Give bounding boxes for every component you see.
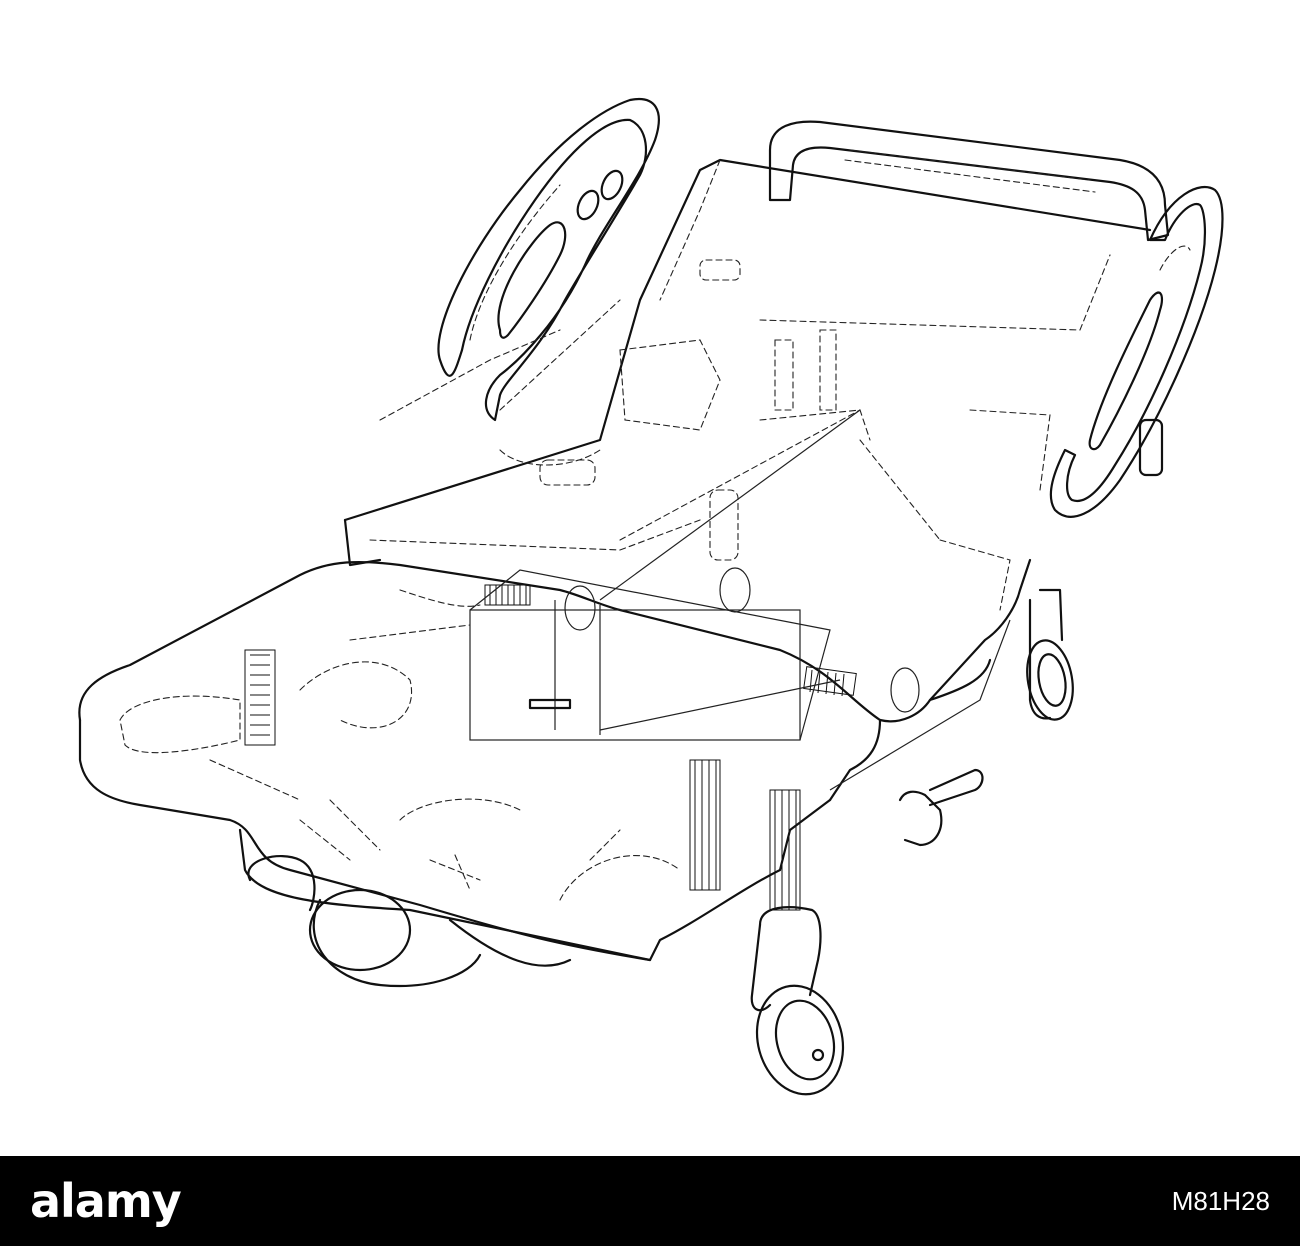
chassis-lines	[209, 329, 1011, 801]
bed-wireframe-svg	[78, 97, 1224, 1096]
caster-wheels	[247, 588, 1074, 1096]
frame-mechanism	[244, 567, 920, 911]
head-rail	[768, 120, 1170, 242]
mattress-back-section	[343, 158, 1152, 601]
mattress-seat-section	[78, 558, 1032, 962]
stock-footer-bar: alamy M81H28	[0, 1156, 1300, 1246]
alamy-logo: alamy	[30, 1174, 182, 1228]
left-side-rail	[437, 97, 660, 422]
bed-wireframe-drawing	[78, 97, 1224, 1096]
right-side-rail	[1049, 185, 1224, 518]
image-id-label: M81H28	[1171, 1186, 1270, 1216]
